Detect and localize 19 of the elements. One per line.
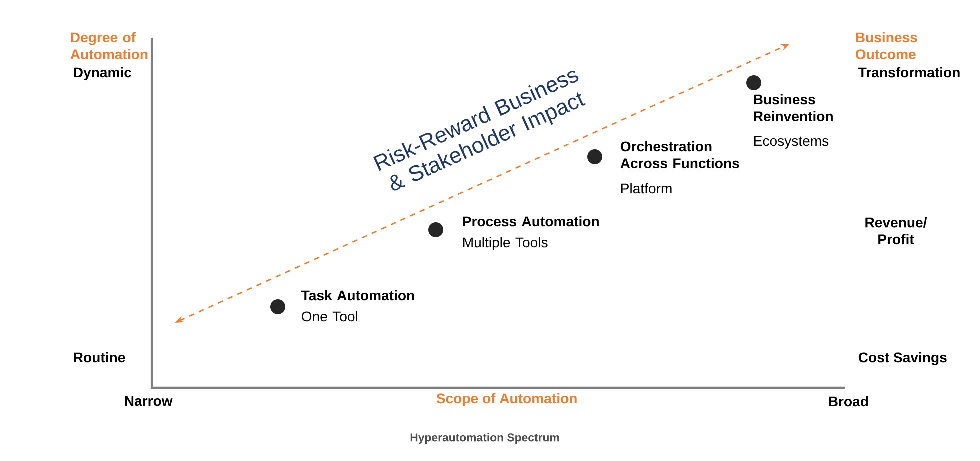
axis-title: Scope of Automation [436,393,577,406]
scale-label: Broad [829,396,868,407]
point-subtitle: Platform [622,183,672,194]
scale-label: Routine [74,352,126,363]
caption: Hyperautomation Spectrum [410,433,560,444]
point-title: Business Reinvention [754,94,833,122]
scale-label: Narrow [125,396,173,406]
axis-title: Degree of Automation [70,32,148,60]
scale-label: Dynamic [74,67,132,80]
point-subtitle: Multiple Tools [464,237,548,250]
point-subtitle: Ecosystems [754,136,829,149]
point-subtitle: One Tool [302,311,358,322]
scale-label: Transformation [858,67,960,78]
axis-title: Business Outcome [856,32,918,60]
point-title: Process Automation [463,216,599,227]
scale-label: Cost Savings [858,352,947,366]
point-title: Orchestration Across Functions [620,141,740,169]
scale-label: Revenue/ Profit [866,217,928,245]
point-title: Task Automation [302,290,414,301]
